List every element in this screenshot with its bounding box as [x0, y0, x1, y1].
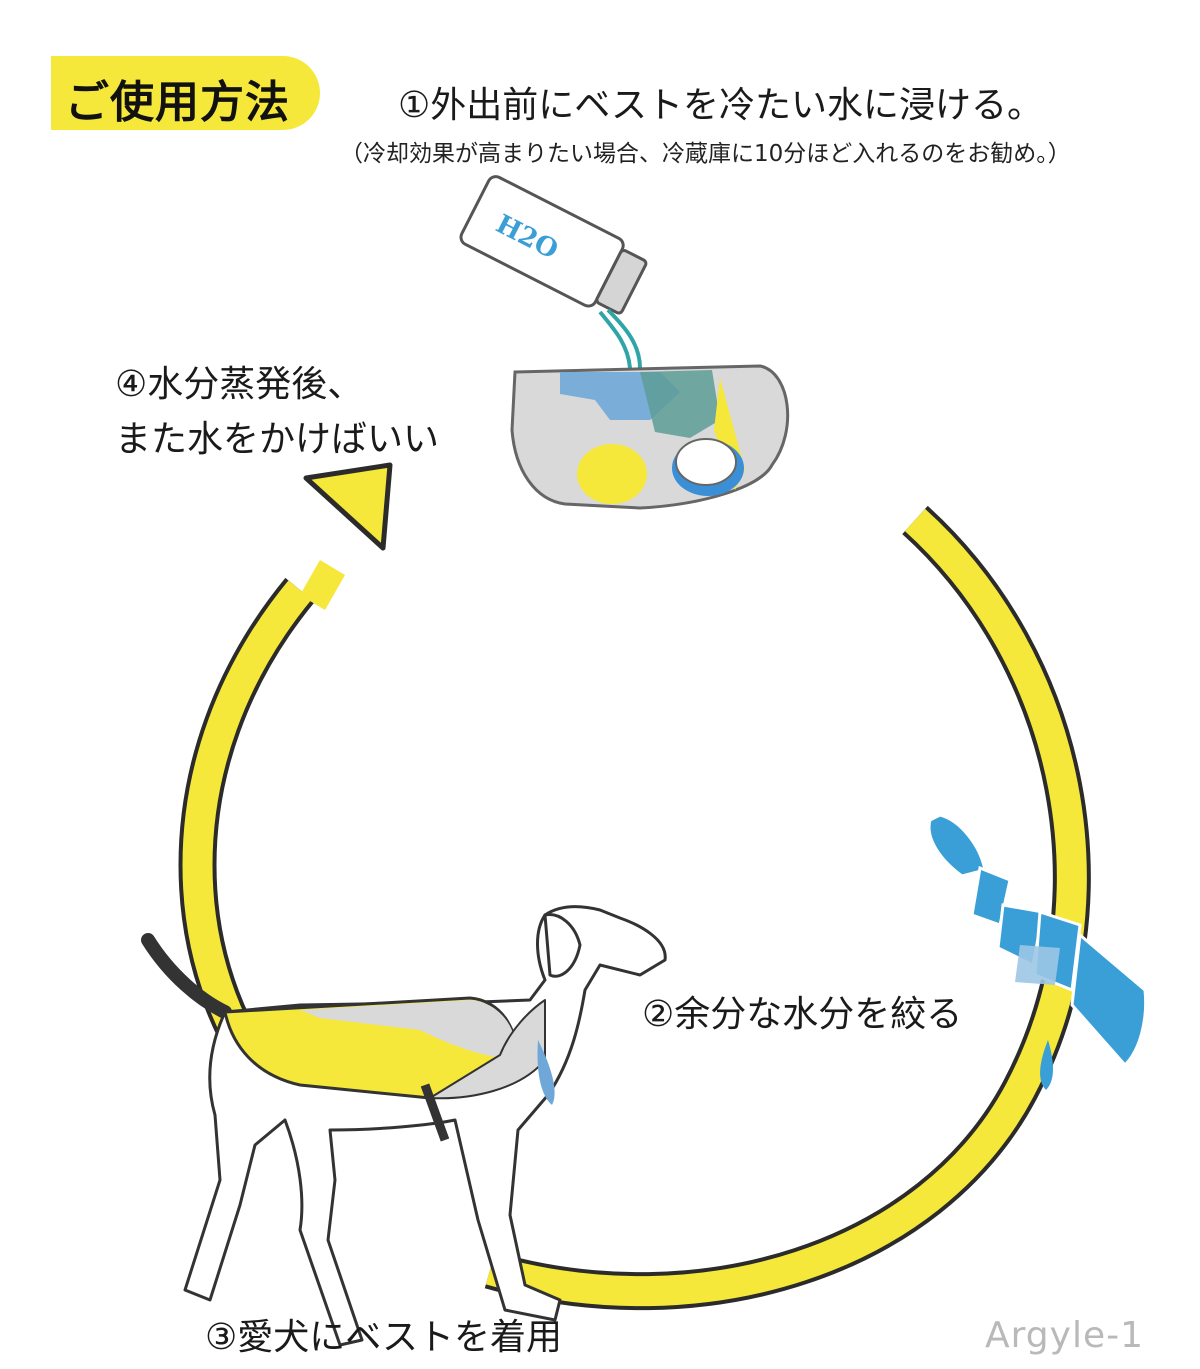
dog-in-vest-icon	[141, 905, 667, 1347]
step-1-note: （冷却効果が高まりたい場合、冷蔵庫に10分ほど入れるのをお勧め。）	[340, 141, 1071, 167]
brand-watermark: Argyle-1	[985, 1315, 1144, 1356]
usage-badge-label: ご使用方法	[65, 77, 290, 128]
wet-vest-icon	[510, 364, 790, 510]
step-1-text: ①外出前にベストを冷たい水に浸ける。	[398, 85, 1043, 126]
wringing-vest-icon	[927, 813, 1148, 1090]
water-bottle-icon: H2O	[459, 175, 648, 369]
usage-badge: ご使用方法	[51, 56, 320, 130]
step-2-text: ②余分な水分を絞る	[642, 994, 963, 1035]
step-3-text: ③愛犬にベストを着用	[205, 1317, 562, 1358]
step-4-text-line-1: ④水分蒸発後、	[115, 364, 364, 405]
step-4-text-line-2: また水をかけばいい	[115, 419, 440, 460]
